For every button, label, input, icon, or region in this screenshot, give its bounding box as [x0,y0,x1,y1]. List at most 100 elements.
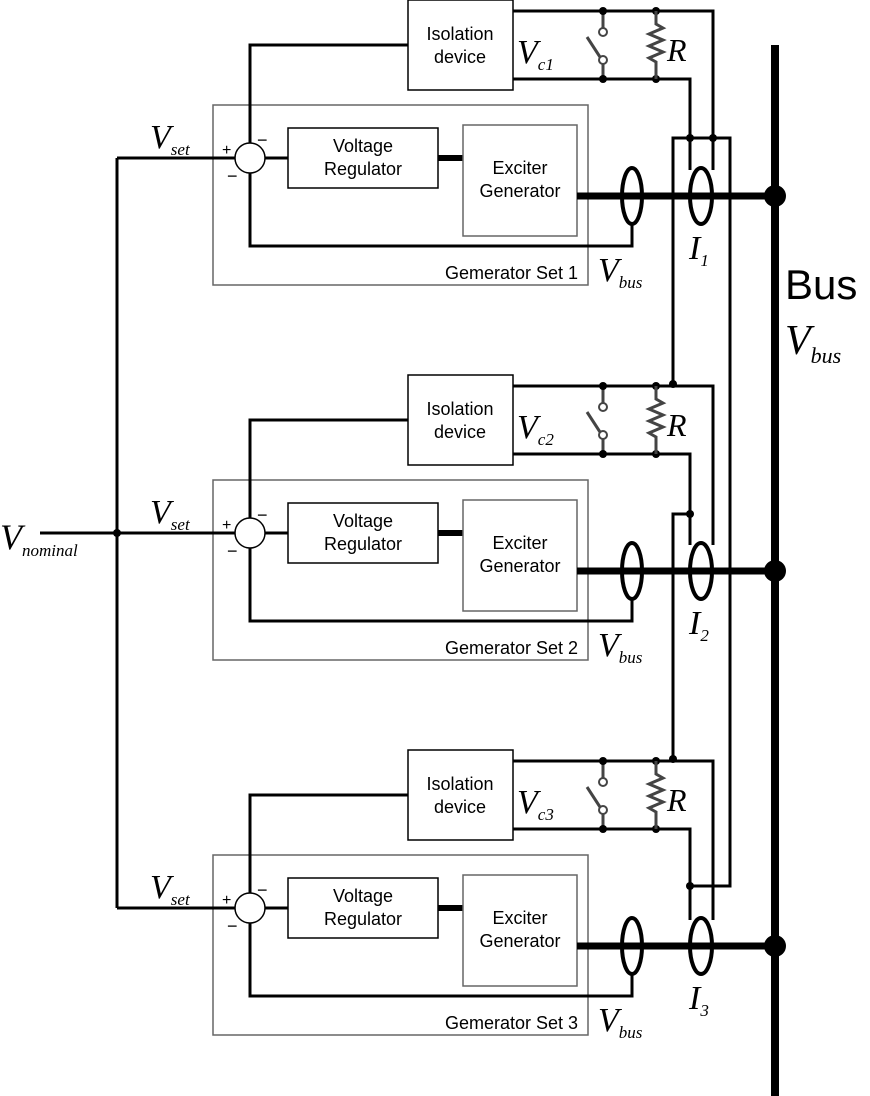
minus-sign: − [227,916,238,936]
plus-sign: + [222,142,232,159]
isolation-bottom-wire [513,452,692,545]
isolation-output-wire [248,793,408,893]
voltage-sensor [620,166,644,226]
vnominal-symbol: V [0,517,22,557]
switch-contact [598,27,608,37]
current-transformer [688,166,714,226]
isolation-top-wire [513,384,715,545]
switch-blade [585,786,602,808]
isolation-device-label-2: device [433,422,487,442]
generator-set-1 [117,0,786,286]
voltage-regulator-label-1: Voltage [332,886,394,906]
exciter-generator-label-1: Exciter [492,533,548,553]
minus-sign: − [227,166,238,186]
vbus-label: Vbus [598,252,642,292]
voltage-regulator-label-2: Regulator [323,159,403,179]
switch-blade [585,36,602,58]
minus-sign: − [257,505,268,525]
current-subscript: 1 [700,251,709,270]
vbus-symbol: V [598,252,619,289]
current-symbol: I [689,230,701,267]
bus-connection-dot [764,935,786,957]
resistor-icon [645,386,667,454]
voltage-regulator-label-1: Voltage [332,511,394,531]
vc-symbol: V [517,784,538,821]
vbus-feedback-wire [248,548,634,623]
vset-subscript: set [170,140,190,159]
bus-connection-dot [764,185,786,207]
sharing-loop-outer [671,136,732,888]
minus-sign: − [257,880,268,900]
exciter-generator-label-1: Exciter [492,908,548,928]
isolation-device-label-1: Isolation [426,399,494,419]
junction-dot [599,7,607,15]
switch-blade [585,411,602,433]
generator-set-label: Gemerator Set 3 [444,1013,578,1033]
vc-subscript: c3 [537,805,554,824]
resistor-icon [645,11,667,79]
isolation-device-label-2: device [433,797,487,817]
switch-contact [598,777,608,787]
current-label: I2 [689,607,709,645]
vset-label: Vset [150,869,190,909]
vset-symbol: V [150,869,171,906]
exciter-generator-label-2: Generator [479,931,561,951]
vset-label: Vset [150,119,190,159]
vset-label: Vset [150,496,190,534]
junction-dot [599,757,607,765]
vbus-subscript: bus [618,1023,643,1042]
minus-sign: − [257,130,268,150]
bus-label: Bus [785,261,858,308]
vnominal-subscript: nominal [22,541,78,560]
vset-subscript: set [170,890,190,909]
voltage-sensor [620,541,644,601]
voltage-regulator-label-2: Regulator [323,534,403,554]
plus-sign: + [222,517,232,534]
isolation-bottom-wire [513,77,692,170]
vbus-subscript: bus [618,648,643,667]
exciter-generator-box [462,874,578,987]
bus-voltage-label: Vbus [785,320,841,367]
isolation-bottom-wire [513,827,692,920]
generator-set-3 [117,749,786,1036]
generator-set-label: Gemerator Set 2 [444,638,578,658]
minus-sign: − [227,541,238,561]
isolation-device-box [407,0,514,91]
bus-voltage-subscript: bus [810,343,842,368]
current-symbol: I [689,980,701,1017]
isolation-device-label-2: device [433,47,487,67]
vnominal-label: Vnominal [0,517,78,559]
voltage-regulator-box [287,877,439,939]
vbus-feedback-wire [248,923,634,998]
vc-label: Vc2 [517,409,554,449]
exciter-generator-label-1: Exciter [492,158,548,178]
vc-label: Vc1 [517,34,554,74]
switch-contact [598,430,608,440]
vset-symbol: V [150,119,171,156]
current-transformer [688,916,714,976]
isolation-device-label-1: Isolation [426,774,494,794]
junction-dot [599,825,607,833]
vc-subscript: c1 [537,55,554,74]
switch-contact [598,805,608,815]
generator-set-label: Gemerator Set 1 [444,263,578,283]
current-subscript: 2 [700,626,709,645]
voltage-regulator-label-2: Regulator [323,909,403,929]
vset-subscript: set [170,515,190,534]
isolation-top-wire [513,759,715,920]
isolation-top-wire [513,9,715,170]
resistor-icon [645,761,667,829]
current-label: I1 [689,230,709,270]
vbus-feedback-wire [248,173,634,248]
vc-symbol: V [517,409,538,446]
isolation-device-label-1: Isolation [426,24,494,44]
switch-contact [598,55,608,65]
vc-label: Vc3 [517,784,554,824]
bus-connection-dot [764,560,786,582]
vc-symbol: V [517,34,538,71]
exciter-generator-box [462,124,578,237]
current-label: I3 [689,980,709,1020]
vbus-symbol: V [598,627,619,664]
